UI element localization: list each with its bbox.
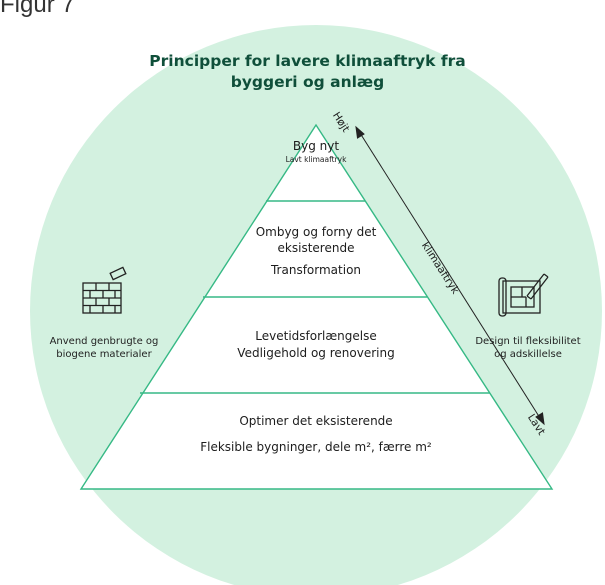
pyramid <box>79 123 554 490</box>
level-2-subtitle: Transformation <box>270 263 362 277</box>
level-3-subtitle: Vedligehold og renovering <box>237 346 395 360</box>
level-2-title: Ombyg og forny det eksisterende <box>255 225 377 255</box>
level-4-subtitle: Fleksible bygninger, dele m², færre m² <box>200 440 432 454</box>
diagram-title-line-2: byggeri og anlæg <box>230 73 385 91</box>
level-1-subtitle: Lavt klimaaftryk <box>285 155 347 164</box>
climate-arrow <box>355 125 545 426</box>
right-label-line-1: Design til fleksibilitet <box>475 336 581 347</box>
level-4-title: Optimer det eksisterende <box>239 414 393 428</box>
left-label: Anvend genbrugte og biogene materialer <box>44 335 164 361</box>
right-label: Design til fleksibilitet og adskillelse <box>460 335 596 361</box>
figure-label: Figur 7 <box>0 0 75 18</box>
left-label-line-2: biogene materialer <box>56 349 152 360</box>
brick-wall-icon <box>82 266 127 314</box>
blueprint-pencil-icon <box>498 273 549 317</box>
level-3-title: Levetidsforlængelse <box>255 329 377 343</box>
right-label-line-2: og adskillelse <box>494 349 562 360</box>
level-1-title: Byg nyt <box>292 139 340 153</box>
left-label-line-1: Anvend genbrugte og <box>49 336 159 347</box>
diagram-title-line-1: Principper for lavere klimaaftryk fra <box>149 52 466 70</box>
